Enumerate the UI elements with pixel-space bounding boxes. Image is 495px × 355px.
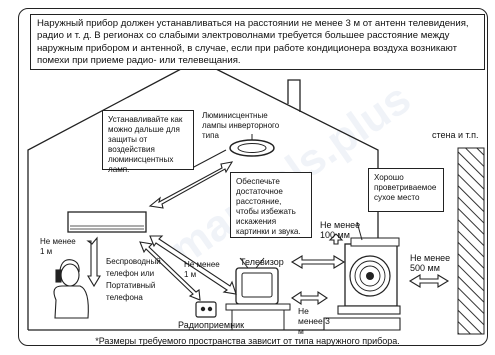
- indoor-unit-icon: [67, 211, 147, 233]
- distance-warning-box: Обеспечьте достаточное расстояние, чтобы…: [230, 172, 312, 238]
- installation-note: Наружный прибор должен устанавливаться н…: [30, 14, 485, 70]
- diagram-frame: [18, 8, 488, 346]
- radio-label: Радиоприемник: [178, 320, 245, 330]
- min-3m-label: Не менее 3 м: [298, 306, 330, 336]
- min-1m-left-label: Не менее 1 м: [40, 237, 76, 256]
- tv-label: Телевизор: [240, 257, 284, 267]
- min-100mm-label: Не менее 100 мм: [320, 220, 361, 240]
- footnote: *Размеры требуемого пространства зависит…: [95, 336, 400, 346]
- television-icon: [225, 257, 291, 330]
- wall-label: стена и т.п.: [432, 130, 479, 140]
- distance-arrows: [86, 161, 450, 306]
- min-500mm-label: Не менее 500 мм: [410, 253, 451, 273]
- fluorescent-lamps-label: Люминисцентные лампы инверторного типа: [202, 111, 280, 140]
- wall-hatched: [457, 147, 485, 335]
- person-with-phone-icon: [53, 259, 89, 319]
- ventilated-place-box: Хорошо проветриваемое сухое место: [368, 168, 444, 212]
- fluorescent-warning-box: Устанавливайте как можно дальше для защи…: [102, 110, 194, 174]
- phone-label: Беспроводный телефон или Портативный тел…: [106, 257, 161, 302]
- radio-icon: [195, 301, 217, 318]
- min-1m-mid-label: Не менее 1 м: [184, 260, 220, 279]
- chimney: [287, 79, 301, 112]
- outdoor-unit-icon: [323, 237, 401, 331]
- fluorescent-lamp-icon: [229, 134, 275, 157]
